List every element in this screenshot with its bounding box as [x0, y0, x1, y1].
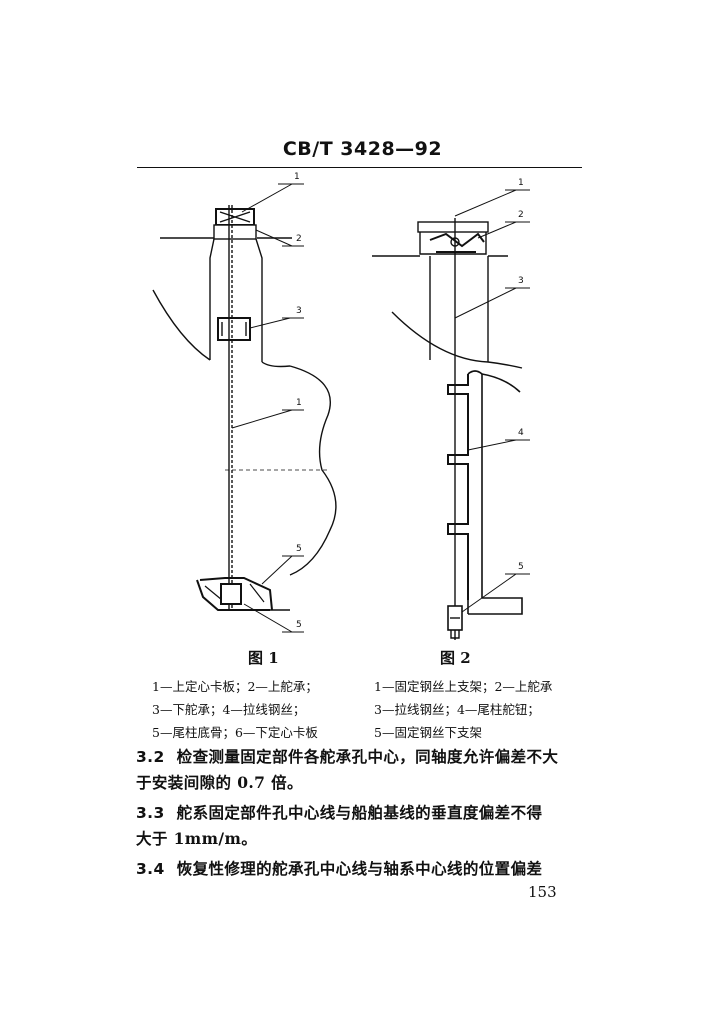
figure-1-drawing [152, 183, 337, 633]
figure-1-legend-line: 5—尾柱底骨；6—下定心卡板 [152, 725, 318, 740]
figure-1-legend-line: 3—下舵承；4—拉线钢丝； [152, 702, 306, 717]
fig2-label-5: 5 [518, 562, 524, 572]
figure-1-legend-line: 1—上定心卡板；2—上舵承； [152, 679, 318, 694]
section-3-3: 3.3 舵系固定部件孔中心线与船舶基线的垂直度偏差不得 大于 1mm/m。 [136, 800, 586, 852]
section-text: 大于 1mm/m。 [136, 829, 258, 848]
section-3-4: 3.4 恢复性修理的舵承孔中心线与轴系中心线的位置偏差 [136, 856, 586, 882]
section-number: 3.4 [136, 860, 165, 878]
section-text: 恢复性修理的舵承孔中心线与轴系中心线的位置偏差 [176, 859, 543, 878]
header-rule [137, 167, 582, 168]
section-number: 3.3 [136, 804, 165, 822]
figure-2-legend-line: 5—固定钢丝下支架 [374, 725, 482, 740]
fig1-label-2: 2 [296, 234, 302, 244]
figure-1-caption: 图 1 [248, 649, 279, 667]
fig2-label-4: 4 [518, 428, 524, 438]
figure-2-legend-line: 1—固定钢丝上支架；2—上舵承 [374, 679, 553, 694]
figure-2-legend-line: 3—拉线钢丝；4—尾柱舵钮； [374, 702, 540, 717]
fig2-label-2: 2 [518, 210, 524, 220]
fig1-label-4: 1 [296, 398, 302, 408]
page-number: 153 [528, 883, 557, 901]
fig1-label-1: 1 [294, 172, 300, 182]
section-text: 于安装间隙的 0.7 倍。 [136, 773, 303, 792]
figure-2-drawing [372, 189, 530, 640]
fig1-label-5: 5 [296, 544, 302, 554]
fig2-label-3: 3 [518, 276, 524, 286]
fig2-label-1: 1 [518, 178, 524, 188]
section-3-2: 3.2 检查测量固定部件各舵承孔中心，同轴度允许偏差不大 于安装间隙的 0.7 倍… [136, 744, 586, 796]
figure-2-caption: 图 2 [440, 649, 471, 667]
section-text: 舵系固定部件孔中心线与船舶基线的垂直度偏差不得 [176, 803, 543, 822]
fig1-label-3: 3 [296, 306, 302, 316]
fig1-label-6: 5 [296, 620, 302, 630]
page-header: CB/T 3428—92 [282, 138, 443, 160]
section-text: 检查测量固定部件各舵承孔中心，同轴度允许偏差不大 [176, 747, 559, 766]
section-number: 3.2 [136, 748, 165, 766]
